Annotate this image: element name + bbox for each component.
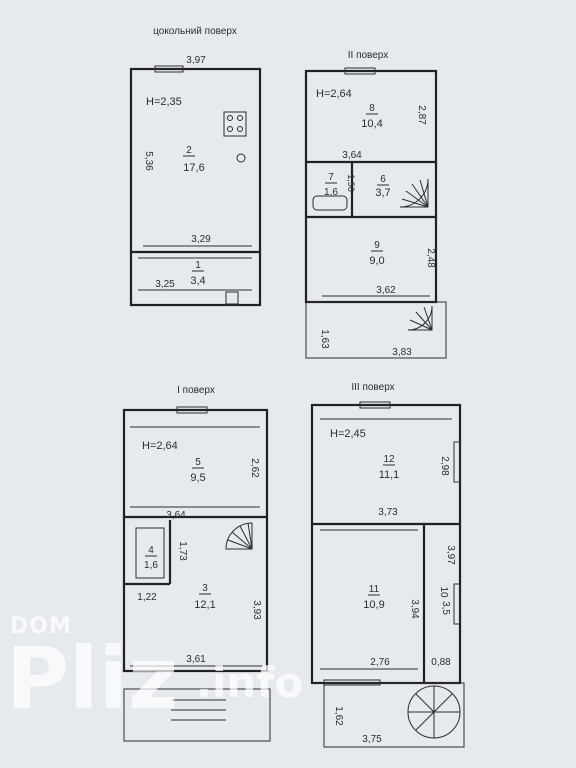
first-dim-bottom: 3,61: [186, 654, 206, 665]
basement-dim-left: 5,36: [143, 151, 154, 171]
room-1-number: 1: [195, 260, 201, 271]
first-dim-right-top: 2,62: [249, 458, 260, 478]
room-9-number: 9: [374, 240, 380, 251]
watermark-pliz: Pliz: [6, 629, 179, 729]
first-height: H=2,64: [142, 440, 178, 452]
third-dim-mid: 3,73: [378, 507, 398, 518]
room-10-number: 10: [438, 586, 449, 598]
stove-icon: [223, 111, 247, 137]
third-floor-plan: ІІІ поверх H=2,45 12 11,1 2,98 3,73 11 1…: [310, 382, 465, 748]
third-window-right: [453, 441, 461, 483]
first-porch: [123, 688, 271, 742]
sink-icon: [236, 153, 246, 163]
first-outer-wall: [122, 408, 269, 673]
first-window-top: [176, 406, 208, 414]
watermark-info: .info: [196, 658, 304, 707]
room-4-area: 1,6: [144, 560, 158, 571]
watermark-dom: DOM: [10, 614, 72, 639]
room-11-area: 10,9: [363, 599, 384, 611]
room-7-area: 1,6: [324, 187, 338, 198]
third-dim-ext-bottom: 3,75: [362, 734, 382, 745]
third-outer-wall: [310, 403, 462, 685]
second-dim-right-mid: 2,48: [425, 248, 436, 268]
third-dim-bottom-small: 0,88: [431, 657, 451, 668]
spiral-stair-icon: [225, 522, 253, 550]
second-dim-right-top: 2,87: [416, 105, 427, 125]
second-balcony: [305, 301, 447, 359]
room-8-area: 10,4: [361, 118, 382, 130]
room-11-number: 11: [369, 584, 380, 595]
second-floor-title: ІІ поверх: [348, 50, 389, 61]
first-dim-mid: 3,64: [166, 510, 186, 521]
second-dim-bottom: 3,62: [376, 285, 396, 296]
second-height: H=2,64: [316, 88, 352, 100]
spiral-stair-icon: [407, 685, 461, 739]
basement-outer-wall: [129, 67, 262, 307]
third-window-right-2: [453, 583, 461, 625]
basement-dim-top: 3,97: [186, 55, 206, 66]
third-dim-bottom: 2,76: [370, 657, 390, 668]
second-dim-ext-left: 1,63: [319, 329, 330, 349]
room-1-area: 3,4: [190, 275, 205, 287]
third-dim-inner: 3,94: [409, 599, 420, 619]
first-floor-title: І поверх: [177, 385, 215, 396]
second-dim-ext-bottom: 3,83: [392, 347, 412, 358]
third-balcony: [323, 682, 465, 748]
first-dim-right: 3,93: [251, 600, 262, 620]
room-2-area: 17,6: [183, 162, 204, 174]
third-dim-ext-left: 1,62: [333, 706, 344, 726]
room-5-area: 9,5: [190, 472, 205, 484]
room-2-number: 2: [186, 145, 192, 156]
room-3-number: 3: [202, 583, 208, 594]
spiral-stair-icon: [399, 178, 429, 208]
second-floor-plan: ІІ поверх H=2,64 8 10,4 2,87 3,64 7 1,6 …: [304, 50, 447, 359]
first-dim-small: 1,73: [177, 541, 188, 561]
basement-dim-bottom: 3,25: [155, 279, 175, 290]
basement-door: [225, 291, 239, 305]
second-dim-mid: 3,64: [342, 150, 362, 161]
third-window-top: [359, 401, 391, 409]
basement-window: [154, 65, 184, 73]
first-floor-plan: І поверх H=2,64 5 9,5 2,62 3,64 4 1,6 1,…: [122, 385, 271, 742]
second-window-top: [344, 67, 376, 75]
room-4-closet: [135, 527, 165, 579]
basement-dim-bottom-inner: 3,29: [191, 234, 211, 245]
spiral-stair-icon: [407, 305, 433, 331]
first-dim-left: 1,22: [137, 592, 157, 603]
room-5-number: 5: [195, 457, 201, 468]
basement-height: H=2,35: [146, 96, 182, 108]
third-dim-right-mid: 3,97: [445, 545, 456, 565]
room-8-number: 8: [369, 103, 375, 114]
third-floor-title: ІІІ поверх: [351, 382, 394, 393]
room-6-number: 6: [380, 174, 386, 185]
room-12-number: 12: [383, 454, 395, 465]
room-9-area: 9,0: [369, 255, 384, 267]
room-7-number: 7: [328, 172, 334, 183]
room-3-area: 12,1: [194, 599, 215, 611]
third-height: H=2,45: [330, 428, 366, 440]
third-dim-right-top: 2,98: [439, 456, 450, 476]
room-6-area: 3,7: [375, 187, 390, 199]
basement-title: цокольний поверх: [153, 26, 237, 37]
room-12-area: 11,1: [379, 469, 400, 481]
second-dim-small: 1,56: [346, 174, 356, 192]
basement-plan: цокольний поверх 3,97 H=2,35 2 17,6 5,36…: [129, 26, 262, 307]
room-10-area: 3,5: [440, 601, 451, 615]
bathtub-icon: [312, 195, 348, 211]
room-4-number: 4: [148, 545, 154, 556]
